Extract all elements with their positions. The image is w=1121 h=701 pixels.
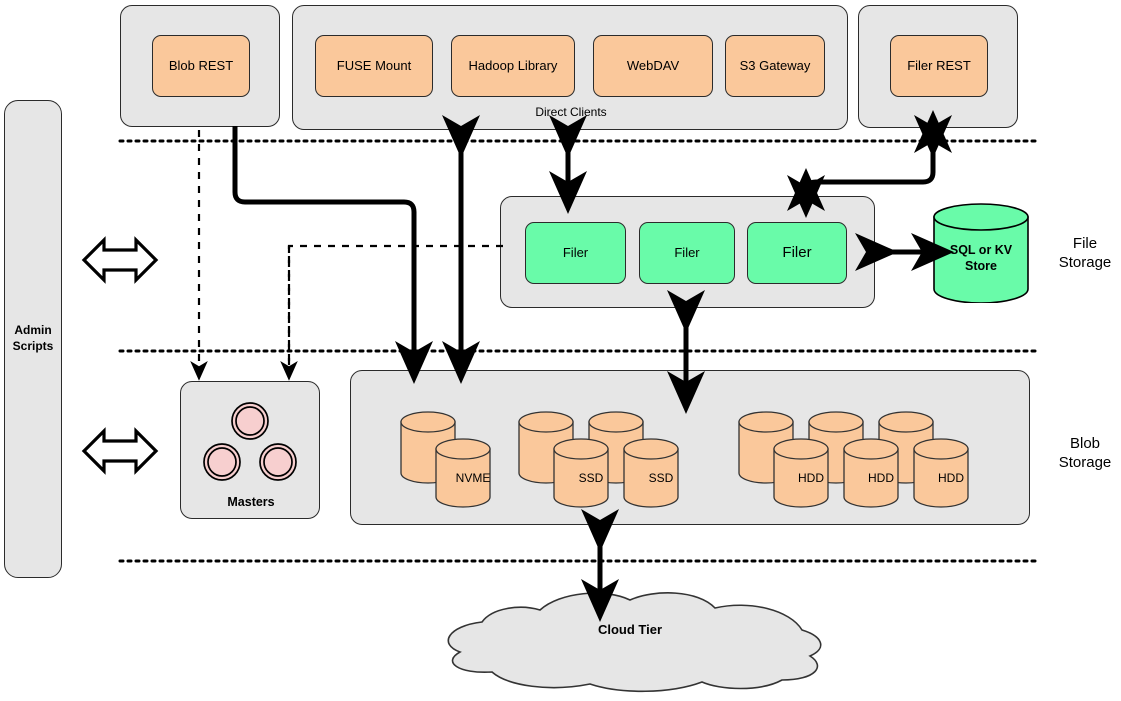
blob-rest-group: Blob REST <box>120 5 280 127</box>
node-fuse-mount[interactable]: FUSE Mount <box>315 35 433 97</box>
cloud-shape <box>447 592 822 693</box>
filer-group: Filer Filer Filer <box>500 196 875 308</box>
dashed-connectors <box>190 130 503 381</box>
sql-or-kv-store-label: SQL or KV Store <box>949 243 1013 273</box>
ssd-cluster[interactable] <box>514 403 689 508</box>
volume-servers-group: NVME SSD <box>350 370 1030 525</box>
cylinder-front-3 <box>913 438 969 508</box>
admin-arrow-file-storage <box>81 236 159 284</box>
masters-nodes <box>203 402 297 481</box>
node-filer-rest[interactable]: Filer REST <box>890 35 988 97</box>
cylinder-icon <box>933 203 1029 304</box>
admin-arrow-blob-storage <box>81 427 159 475</box>
nvme-label: NVME <box>455 471 491 485</box>
cylinder-front-1 <box>773 438 829 508</box>
hdd-label-3: HDD <box>938 471 964 485</box>
admin-scripts-label: Admin Scripts <box>12 323 54 353</box>
master-node-3 <box>259 443 297 481</box>
direct-clients-caption: Direct Clients <box>535 105 607 119</box>
node-filer-3[interactable]: Filer <box>747 222 847 284</box>
node-filer-1[interactable]: Filer <box>525 222 626 284</box>
cloud-tier-label: Cloud Tier <box>597 622 663 637</box>
cylinder-front-2 <box>623 438 679 508</box>
node-blob-rest[interactable]: Blob REST <box>152 35 250 97</box>
cylinder-front-1 <box>553 438 609 508</box>
direct-clients-group: FUSE Mount Hadoop Library WebDAV S3 Gate… <box>292 5 848 130</box>
node-webdav[interactable]: WebDAV <box>593 35 713 97</box>
sql-or-kv-store[interactable]: SQL or KV Store <box>932 203 1030 304</box>
cylinder-front <box>435 438 491 508</box>
hdd-label-2: HDD <box>868 471 894 485</box>
admin-bidirectional-arrows <box>81 236 159 475</box>
cylinder-front-2 <box>843 438 899 508</box>
node-s3-gateway[interactable]: S3 Gateway <box>725 35 825 97</box>
ssd-label-2: SSD <box>648 471 674 485</box>
master-node-1 <box>231 402 269 440</box>
tier-label-blob-storage: Blob Storage <box>1058 435 1112 471</box>
admin-scripts-panel[interactable]: Admin Scripts <box>4 100 62 578</box>
tier-label-file-storage: File Storage <box>1058 235 1112 271</box>
node-hadoop-library[interactable]: Hadoop Library <box>451 35 575 97</box>
ssd-label-1: SSD <box>578 471 604 485</box>
hdd-label-1: HDD <box>798 471 824 485</box>
masters-group: Masters <box>180 381 320 519</box>
nvme-cluster[interactable] <box>396 403 506 508</box>
masters-label: Masters <box>227 495 275 509</box>
node-filer-2[interactable]: Filer <box>639 222 735 284</box>
overlay-arrowheads <box>787 109 952 219</box>
hdd-cluster[interactable] <box>734 403 979 508</box>
cloud-tier[interactable]: Cloud Tier <box>430 588 830 693</box>
filer-rest-group: Filer REST <box>858 5 1018 128</box>
master-node-2 <box>203 443 241 481</box>
